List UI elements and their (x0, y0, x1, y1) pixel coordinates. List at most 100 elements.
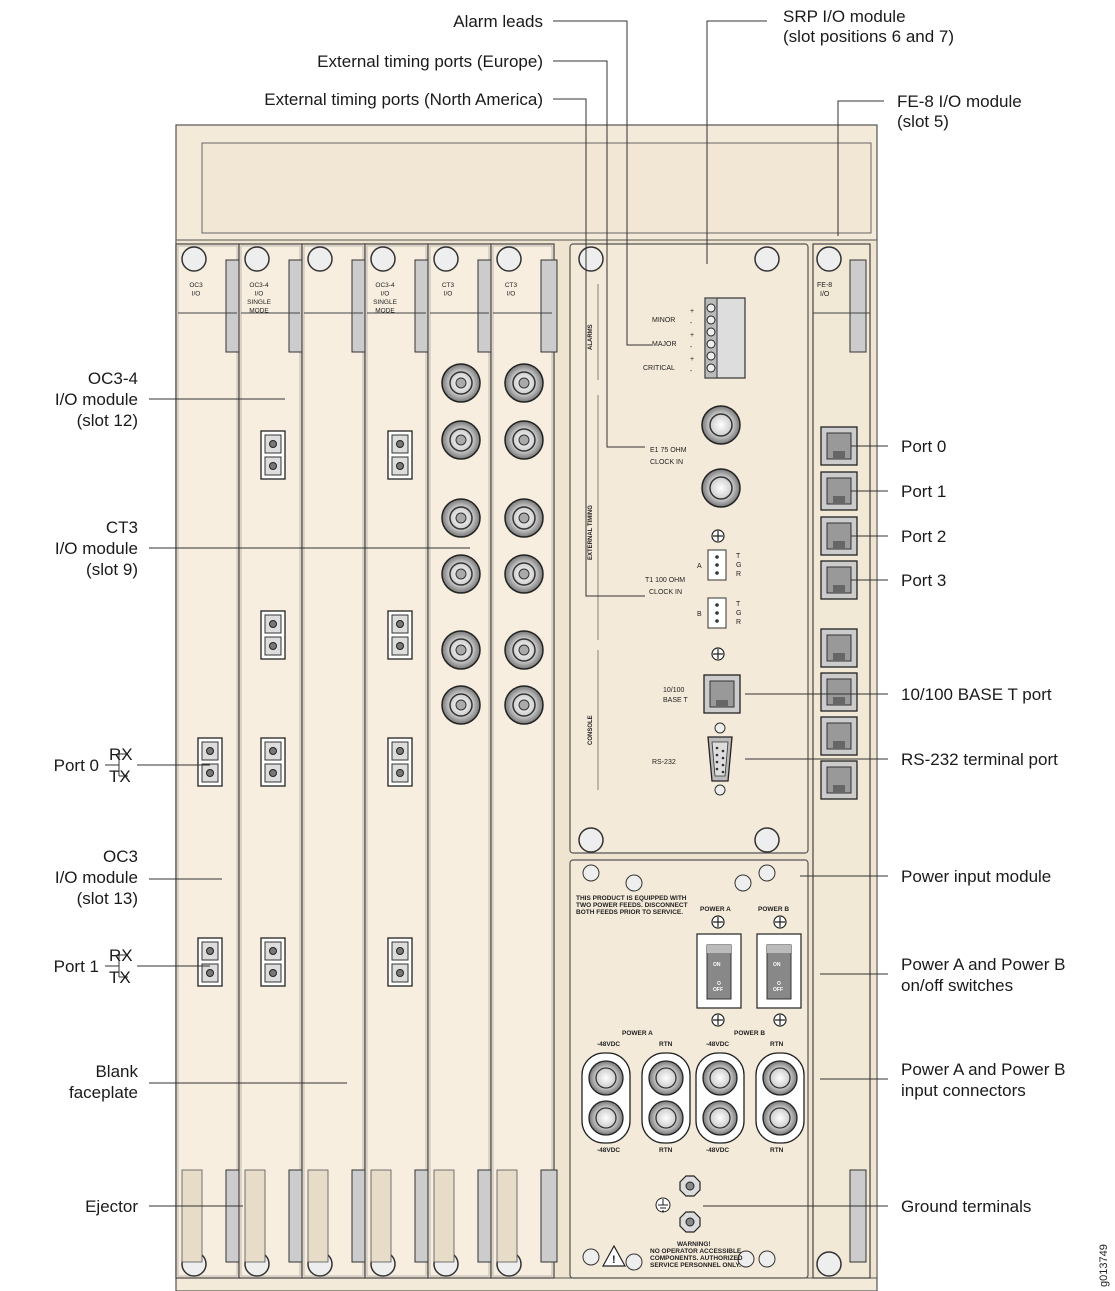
thumbscrew-icon[interactable] (307, 246, 333, 272)
power-input-terminal[interactable] (581, 1052, 631, 1144)
fiber-port-pair[interactable] (387, 610, 413, 660)
ct3-bnc-connector[interactable] (441, 363, 481, 403)
svg-text:!: ! (612, 1254, 616, 1266)
ct3-bnc-connector[interactable] (504, 363, 544, 403)
callout-fe-port2: Port 2 (901, 527, 946, 546)
ct3-bnc-connector[interactable] (441, 420, 481, 460)
fe8-io-module: FE-8 I/O (812, 243, 871, 1279)
terminal-rtn-label: RTN (770, 1041, 784, 1048)
srp-io-module: ALARMS EXTERNAL TIMING CONSOLE MINOR MAJ… (569, 243, 809, 854)
power-warning-line-1: THIS PRODUCT IS EQUIPPED WITH (576, 895, 687, 902)
ct3-bnc-connector[interactable] (504, 420, 544, 460)
callout-oc3-type: I/O module (55, 868, 138, 887)
callout-port0-tx: TX (109, 767, 131, 786)
ground-terminal[interactable] (679, 1211, 701, 1233)
fe8-rj45-port[interactable] (820, 672, 858, 712)
ct3-bnc-connector[interactable] (504, 630, 544, 670)
switch-off-label: OFF (773, 987, 783, 993)
callout-port0-rx: RX (109, 745, 133, 764)
polarity-plus-label: + (690, 356, 694, 363)
callout-ext-timing-europe: External timing ports (Europe) (317, 52, 543, 71)
thumbscrew-icon[interactable] (496, 246, 522, 272)
switch-off-label: OFF (713, 987, 723, 993)
t1-clock-connector-a[interactable] (707, 549, 727, 581)
power-a-switch[interactable]: ON O OFF (696, 933, 742, 1009)
fiber-port-pair[interactable] (387, 737, 413, 787)
fiber-port-pair[interactable] (197, 737, 223, 787)
ct3-bnc-connector[interactable] (441, 554, 481, 594)
base-t-ethernet-port[interactable] (703, 674, 741, 714)
fe8-rj45-port[interactable] (820, 516, 858, 556)
callout-oc34-slot: (slot 12) (77, 411, 138, 430)
switch-on-label: ON (713, 962, 721, 968)
screw-icon (582, 864, 600, 882)
switch-off-symbol: O (717, 981, 721, 987)
callout-power-connectors-1: Power A and Power B (901, 1060, 1065, 1079)
callout-ext-timing-na: External timing ports (North America) (264, 90, 543, 109)
ejector-handle[interactable] (540, 1169, 558, 1263)
fe8-rj45-port[interactable] (820, 760, 858, 800)
leader-lines (105, 20, 888, 1207)
ct3-bnc-connector[interactable] (504, 498, 544, 538)
terminal-neg48-label: -48VDC (706, 1041, 729, 1048)
service-warning-line-1: NO OPERATOR ACCESSIBLE (650, 1248, 742, 1255)
callout-fe8-slot: (slot 5) (897, 112, 949, 131)
polarity-plus-label: + (690, 332, 694, 339)
thumbscrew-icon[interactable] (370, 246, 396, 272)
rs232-db9-port[interactable] (707, 722, 733, 796)
fiber-port-pair[interactable] (260, 430, 286, 480)
callout-port1-tx: TX (109, 968, 131, 987)
thumbscrew-icon[interactable] (754, 827, 780, 853)
ground-terminal[interactable] (679, 1175, 701, 1197)
console-section-title: CONSOLE (588, 715, 594, 745)
fe8-rj45-port[interactable] (820, 426, 858, 466)
thumbscrew-icon[interactable] (181, 246, 207, 272)
switch-power-b-label: POWER B (758, 906, 789, 913)
power-b-switch[interactable]: ON O OFF (756, 933, 802, 1009)
screw-icon (625, 874, 643, 892)
fiber-port-pair[interactable] (260, 937, 286, 987)
callout-port0: Port 0 (54, 756, 99, 775)
screw-icon (582, 1248, 600, 1266)
fiber-port-pair[interactable] (260, 610, 286, 660)
ejector-handle[interactable] (849, 1169, 867, 1263)
fe8-rj45-port[interactable] (820, 628, 858, 668)
thumbscrew-icon[interactable] (578, 246, 604, 272)
thumbscrew-icon[interactable] (578, 827, 604, 853)
card-label: OC3-4 (375, 282, 395, 289)
t1-clock-connector-b[interactable] (707, 597, 727, 629)
fiber-port-pair[interactable] (387, 430, 413, 480)
callout-srp-title: SRP I/O module (783, 7, 906, 26)
power-input-terminal[interactable] (695, 1052, 745, 1144)
power-input-terminal[interactable] (755, 1052, 805, 1144)
air-intake-panel (201, 142, 872, 234)
thumbscrew-icon[interactable] (816, 1251, 842, 1277)
ejector-handle[interactable] (540, 259, 558, 353)
thumbscrew-icon[interactable] (433, 246, 459, 272)
thumbscrew-icon[interactable] (816, 246, 842, 272)
ct3-bnc-connector[interactable] (504, 554, 544, 594)
ejector-handle[interactable] (849, 259, 867, 353)
t1-clock-label-2: CLOCK IN (649, 589, 682, 596)
ct3-bnc-connector[interactable] (441, 630, 481, 670)
ct3-bnc-connector[interactable] (504, 685, 544, 725)
thumbscrew-icon[interactable] (754, 246, 780, 272)
fiber-port-pair[interactable] (197, 937, 223, 987)
fiber-port-pair[interactable] (260, 737, 286, 787)
fe8-rj45-port[interactable] (820, 716, 858, 756)
power-input-terminal[interactable] (641, 1052, 691, 1144)
e1-clock-connector[interactable] (701, 468, 741, 508)
e1-clock-connector[interactable] (701, 405, 741, 445)
alarm-minor-label: MINOR (652, 317, 675, 324)
thumbscrew-icon[interactable] (244, 246, 270, 272)
power-warning-line-2: TWO POWER FEEDS. DISCONNECT (576, 902, 688, 909)
alarm-critical-label: CRITICAL (643, 365, 675, 372)
alarm-terminal-block[interactable] (704, 297, 746, 379)
callout-ct3-title: CT3 (106, 518, 138, 537)
ct3-bnc-connector[interactable] (441, 498, 481, 538)
ct3-bnc-connector[interactable] (441, 685, 481, 725)
fiber-port-pair[interactable] (387, 937, 413, 987)
